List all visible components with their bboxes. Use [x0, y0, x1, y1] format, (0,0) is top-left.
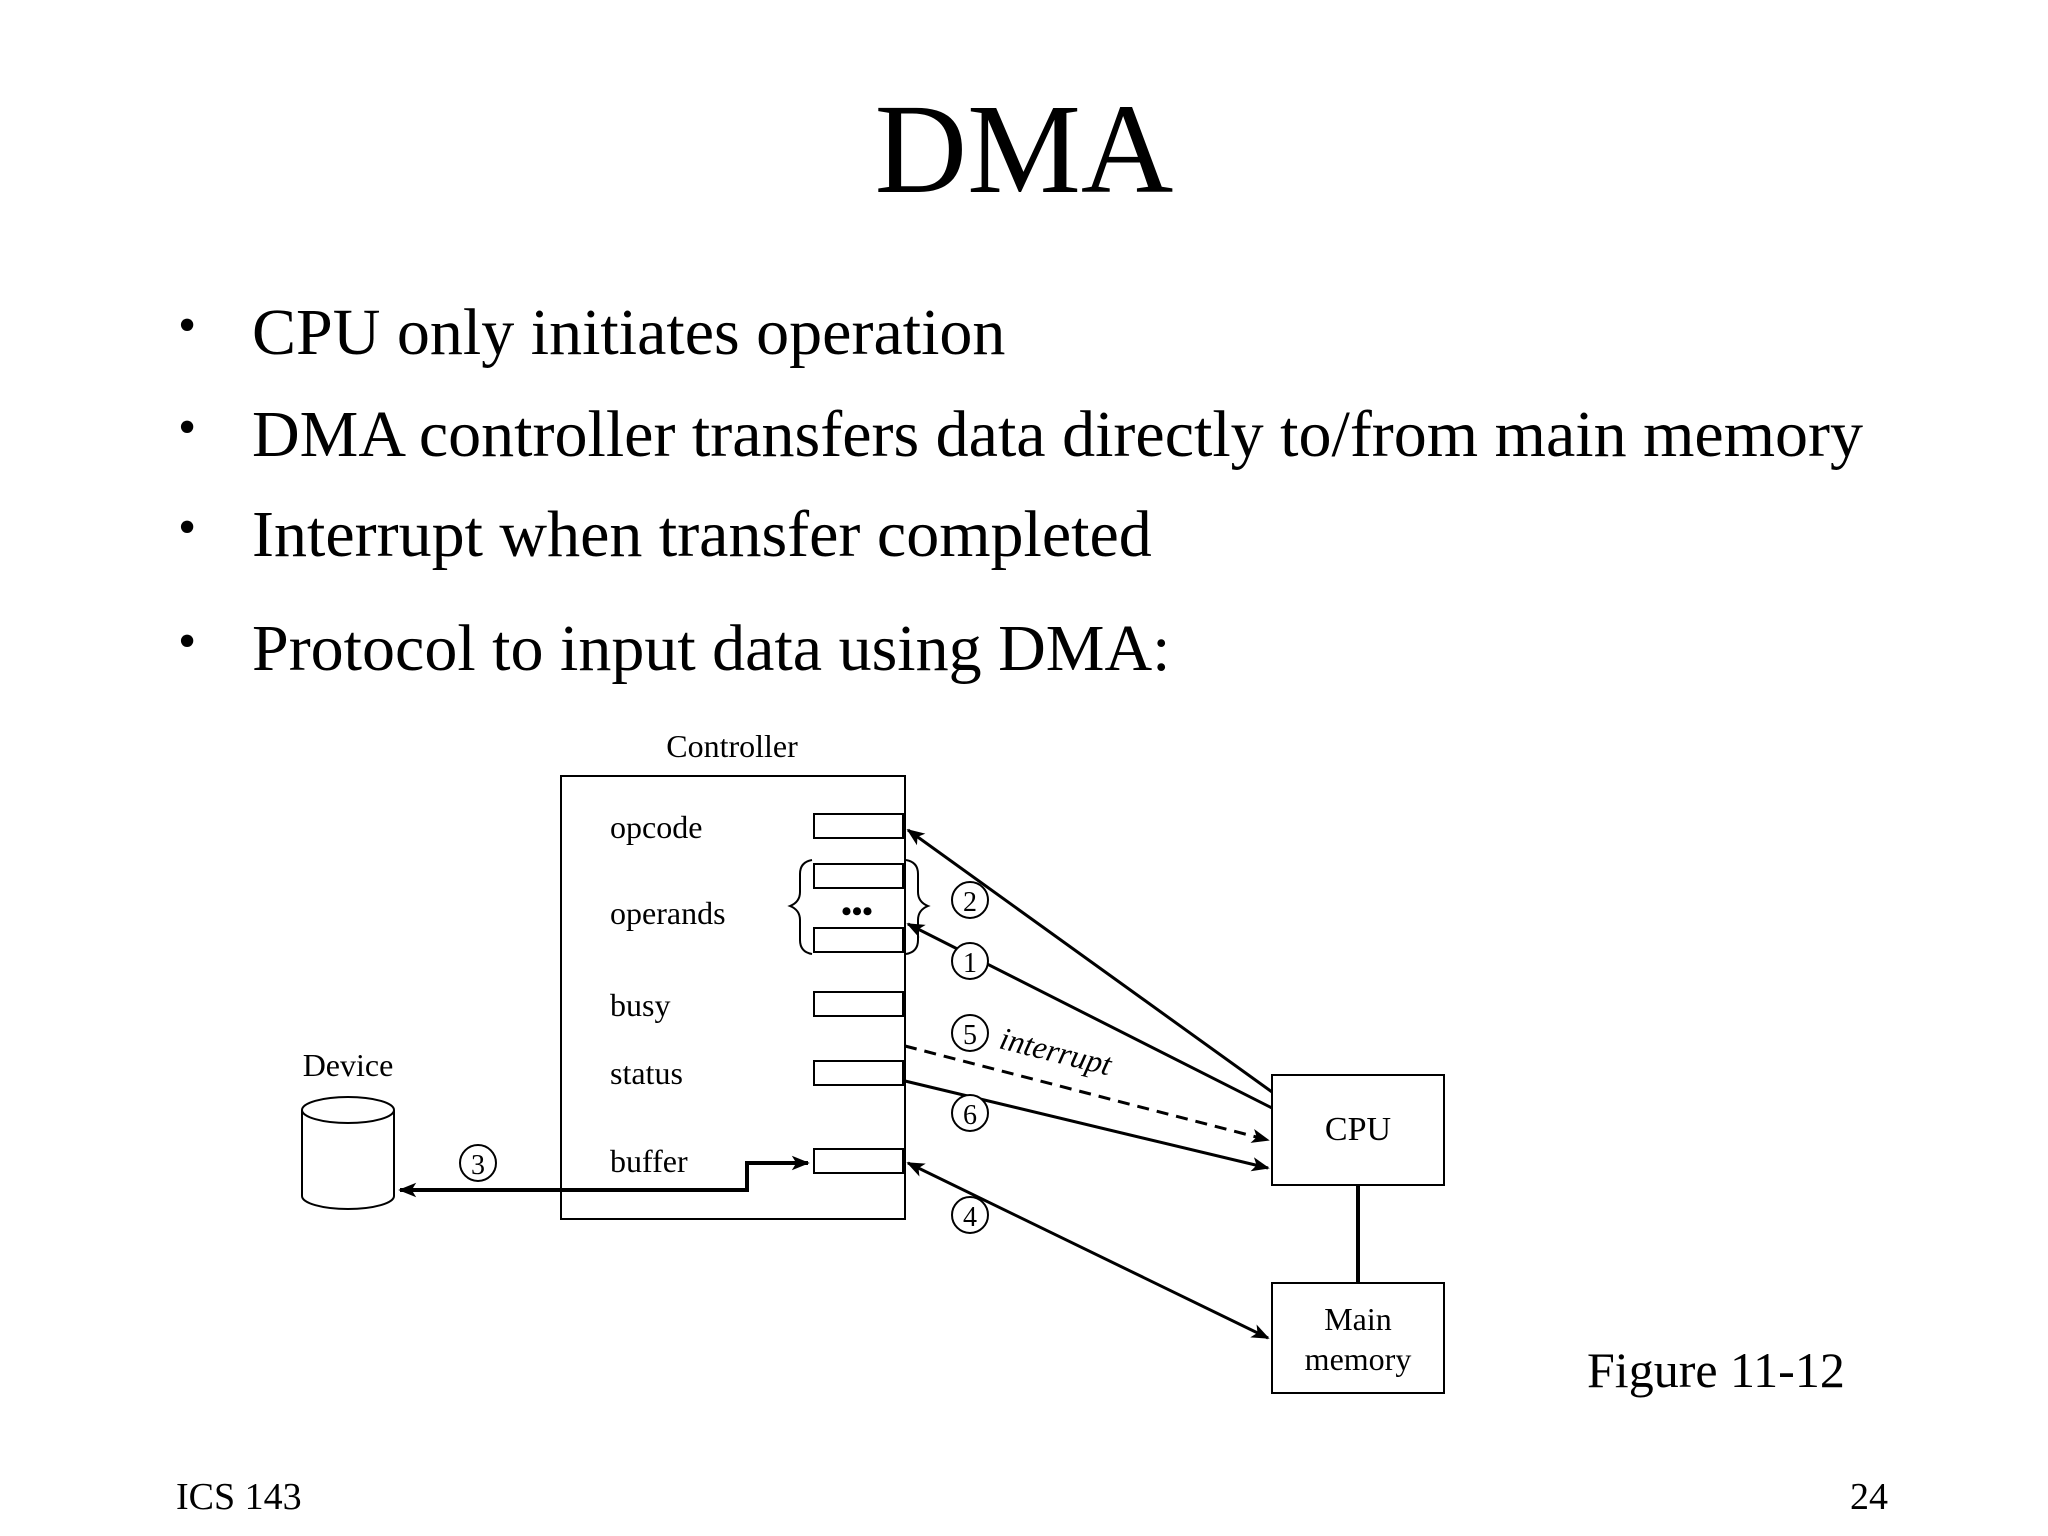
step-number-2: 2 — [963, 887, 977, 918]
arrow-step-4 — [906, 1161, 1270, 1340]
device-label: Device — [303, 1047, 394, 1083]
register-label-operands: operands — [610, 895, 726, 931]
bullet-dot: • — [178, 297, 197, 354]
bullet-dot: • — [178, 499, 197, 556]
step-marker-4: 4 — [951, 1196, 989, 1234]
figure-caption: Figure 11-12 — [1587, 1342, 1845, 1398]
interrupt-label: interrupt — [996, 1020, 1116, 1083]
step-marker-2: 2 — [951, 881, 989, 919]
operand-register — [813, 863, 904, 889]
main-memory-label-line1: Main — [1324, 1301, 1392, 1337]
operands-ellipsis: ••• — [841, 895, 873, 928]
step-number-5: 5 — [963, 1020, 977, 1051]
step-number-6: 6 — [963, 1100, 977, 1131]
arrow-step-3 — [398, 1155, 810, 1198]
arrow-step-5-interrupt — [904, 1044, 1270, 1143]
opcode-register — [813, 813, 904, 839]
slide-number: 24 — [1850, 1476, 1888, 1518]
step-marker-6: 6 — [951, 1094, 989, 1132]
buffer-register — [813, 1148, 904, 1174]
device-disk-icon — [301, 1110, 395, 1210]
status-register — [813, 1060, 904, 1086]
step-marker-1: 1 — [951, 942, 989, 980]
bullet-dot: • — [178, 613, 197, 670]
bullet-dot: • — [178, 399, 197, 456]
step-number-1: 1 — [963, 948, 977, 979]
register-label-opcode: opcode — [610, 809, 702, 845]
footer-course-label: ICS 143 — [176, 1476, 302, 1518]
device-disk-top — [301, 1096, 395, 1124]
register-label-status: status — [610, 1055, 683, 1091]
step-marker-3: 3 — [459, 1144, 497, 1182]
step-marker-5: 5 — [951, 1014, 989, 1052]
controller-box — [560, 775, 906, 1220]
step-number-4: 4 — [963, 1202, 977, 1233]
register-label-buffer: buffer — [610, 1143, 688, 1179]
operand-register — [813, 927, 904, 953]
step-number-3: 3 — [471, 1150, 485, 1181]
busy-register — [813, 991, 904, 1017]
left-brace-icon — [787, 859, 813, 955]
arrow-step-2 — [906, 828, 1273, 1094]
bullet-text: CPU only initiates operation — [252, 296, 1006, 369]
bullet-text: DMA controller transfers data directly t… — [252, 398, 1864, 471]
right-brace-icon — [905, 859, 931, 955]
controller-label: Controller — [666, 728, 798, 764]
slide-title: DMA — [874, 78, 1174, 220]
bullet-text: Protocol to input data using DMA: — [252, 612, 1171, 685]
bullet-text: Interrupt when transfer completed — [252, 498, 1152, 571]
main-memory-label-line2: memory — [1305, 1341, 1412, 1377]
register-label-busy: busy — [610, 987, 670, 1023]
cpu-label: CPU — [1325, 1111, 1391, 1148]
